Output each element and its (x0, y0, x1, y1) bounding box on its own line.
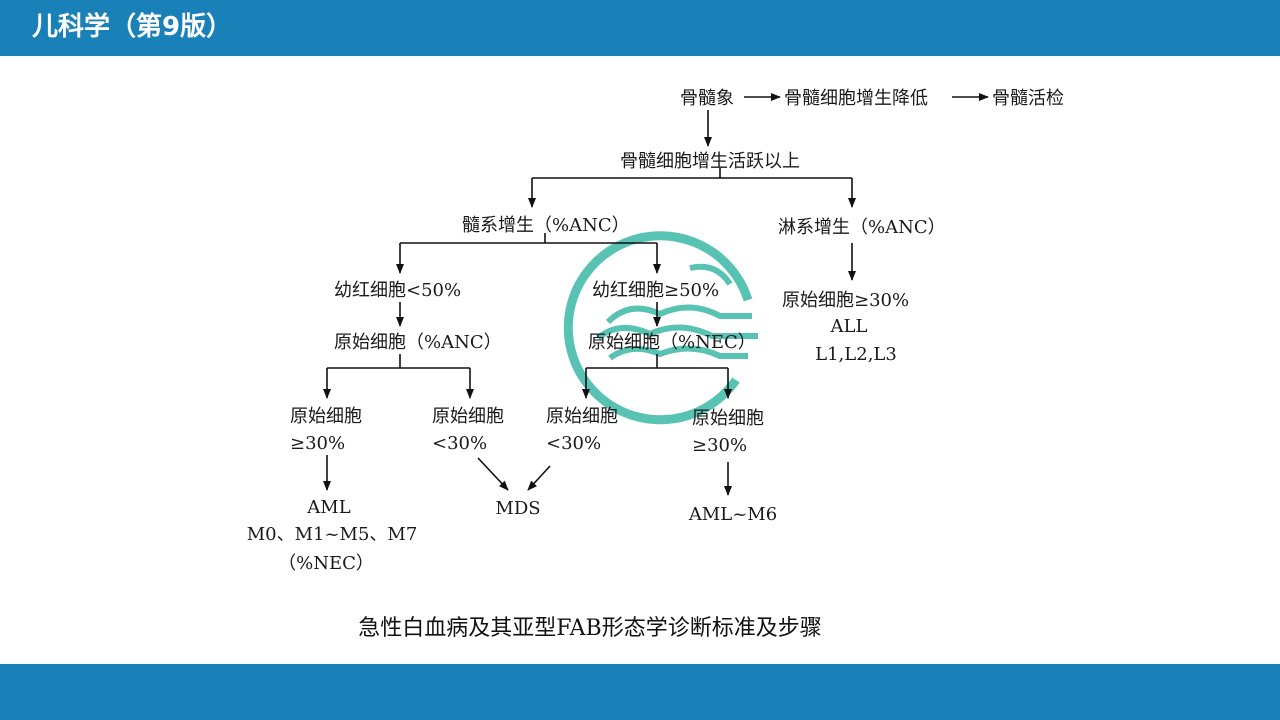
node-branch-4-line-1: 原始细胞 (692, 408, 764, 429)
node-mds: MDS (495, 498, 540, 519)
node-blast-nec: 原始细胞（%NEC） (588, 332, 756, 353)
node-branch-3-line-1: 原始细胞 (546, 406, 618, 427)
node-all-subtypes: L1,L2,L3 (815, 344, 897, 365)
node-active: 骨髓细胞增生活跃以上 (620, 151, 800, 172)
node-branch-2-line-2: <30% (432, 433, 487, 454)
arrow-b3-to-mds (527, 465, 551, 491)
figure-caption-text: 急性白血病及其亚型FAB形态学诊断标准及步骤 (358, 616, 822, 641)
node-erythroid-lt: 幼红细胞<50% (334, 280, 461, 301)
figure-caption: 急性白血病及其亚型FAB形态学诊断标准及步骤 (0, 610, 1280, 642)
node-aml-subtypes: M0、M1~M5、M7 (247, 524, 418, 545)
node-branch-2-line-1: 原始细胞 (432, 406, 504, 427)
watermark-logo (563, 231, 758, 425)
footer-bar (0, 664, 1280, 720)
node-hypoplasia: 骨髓细胞增生降低 (784, 88, 928, 109)
node-aml: AML (306, 497, 350, 518)
flowchart: 骨髓象 骨髓细胞增生降低 骨髓活检 骨髓细胞增生活跃以上 髓系增生（%ANC） … (247, 88, 1064, 574)
node-aml-m6: AML~M6 (688, 504, 777, 525)
node-biopsy: 骨髓活检 (992, 88, 1064, 109)
node-branch-4-line-2: ≥30% (692, 435, 747, 456)
node-branch-3-line-2: <30% (546, 433, 601, 454)
node-aml-nec: （%NEC） (278, 553, 374, 574)
header-bar (0, 0, 1280, 56)
node-marrow-picture: 骨髓象 (680, 88, 734, 109)
node-lymph-blast: 原始细胞≥30% (782, 290, 909, 311)
node-branch-1-line-1: 原始细胞 (290, 406, 362, 427)
node-blast-anc: 原始细胞（%ANC） (334, 332, 502, 353)
arrow-b2-to-mds (477, 457, 509, 491)
node-lymphoid: 淋系增生（%ANC） (778, 217, 946, 238)
node-erythroid-ge: 幼红细胞≥50% (592, 280, 719, 301)
all-subtypes-text: L1,L2,L3 (815, 344, 897, 365)
slide-title: 儿科学（第9版） (32, 12, 233, 42)
node-branch-1-line-2: ≥30% (290, 433, 345, 454)
node-myeloid: 髓系增生（%ANC） (462, 215, 630, 236)
node-all: ALL (830, 316, 868, 337)
